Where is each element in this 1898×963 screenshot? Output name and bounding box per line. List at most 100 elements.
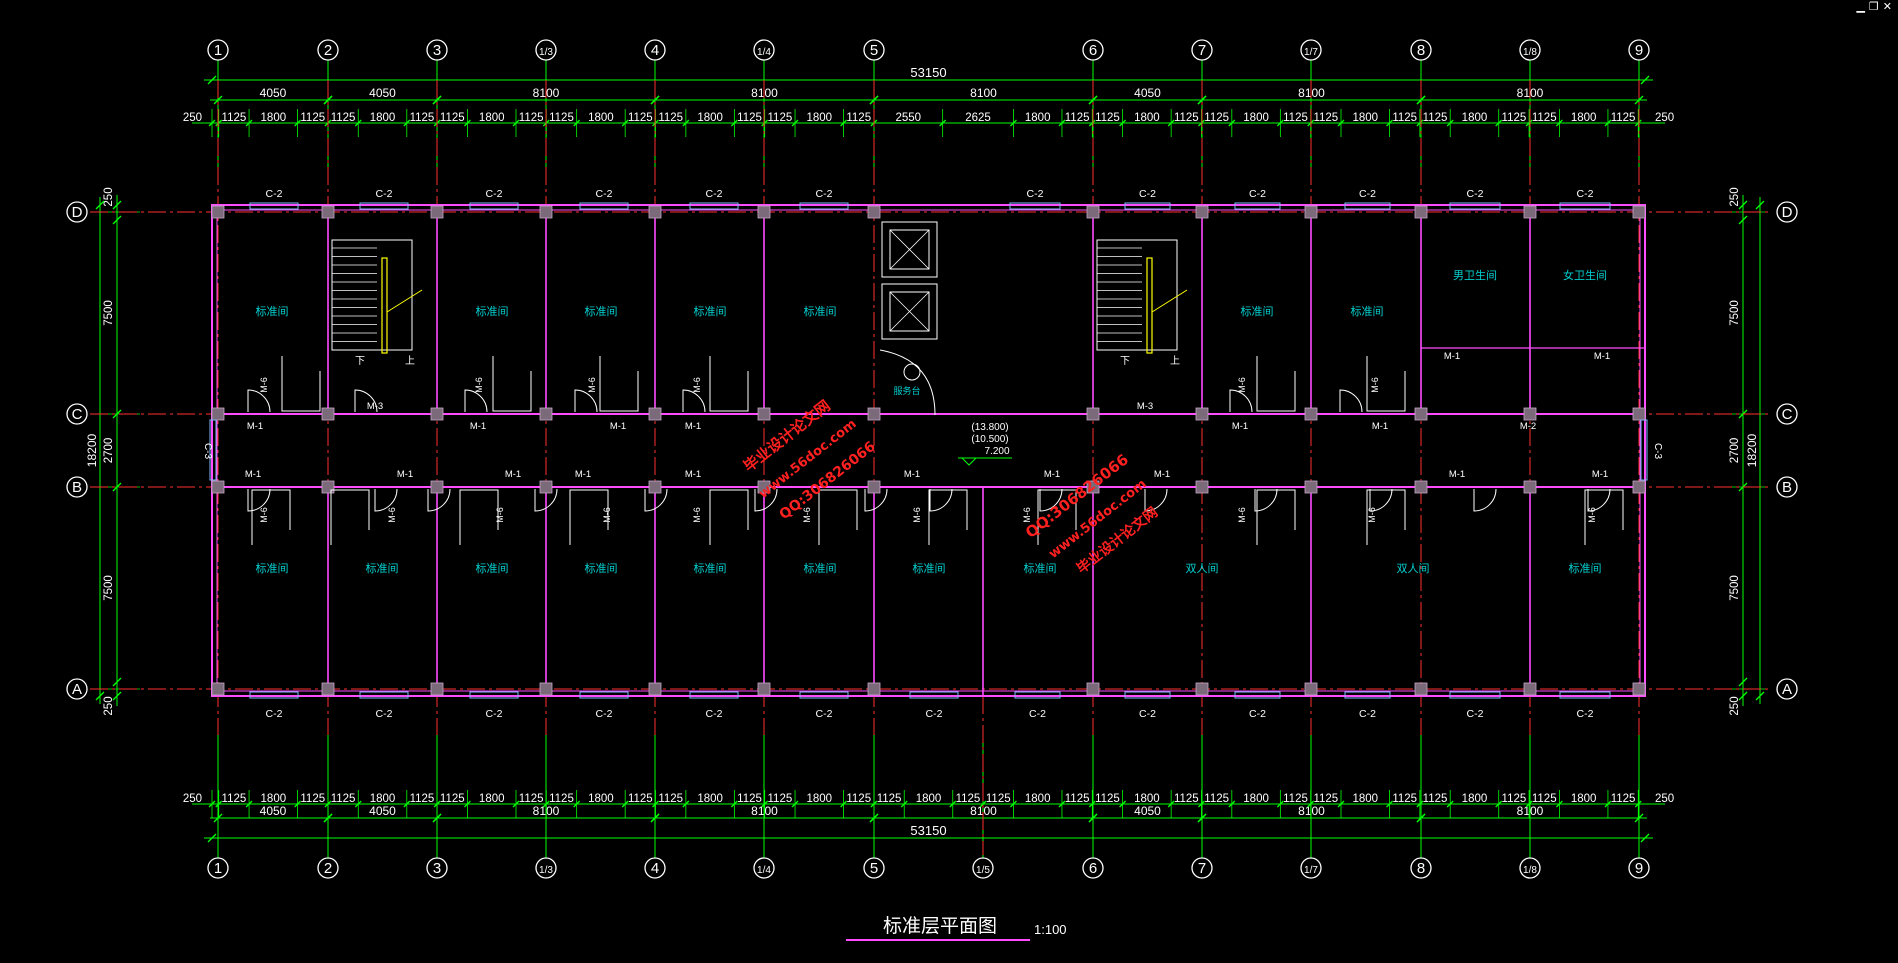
dimension-text: 7500 (103, 300, 115, 326)
dimension-text: 1125 (986, 793, 1011, 805)
axis-bubble (1776, 476, 1798, 498)
dimension-text: 1800 (807, 112, 833, 124)
door-swing (929, 488, 953, 512)
door-label: M-1 (247, 421, 263, 432)
elevator-cross (889, 229, 930, 270)
axis-bubble (1300, 857, 1322, 879)
walls (211, 204, 1646, 697)
door-swing (1144, 488, 1168, 512)
dimension-text: 250 (103, 187, 115, 206)
door-label-bath: M-6 (387, 507, 397, 523)
dimension-text: 1125 (1502, 793, 1527, 805)
dimension-text: 1125 (1204, 793, 1229, 805)
axis-bubble-label: B (72, 479, 82, 496)
dimension-tick (1738, 200, 1748, 210)
dimension-text: 4050 (369, 86, 396, 100)
stair-outline (1096, 239, 1178, 351)
dimension-text: 1800 (697, 793, 723, 805)
axis-bubble-label: 2 (324, 860, 332, 877)
column (1523, 205, 1537, 219)
column (321, 407, 335, 421)
dimension-text: 1125 (846, 793, 871, 805)
dimension-tick (1640, 833, 1650, 843)
dimension-text: 1125 (410, 112, 435, 124)
dimension-text: 1125 (768, 112, 793, 124)
door-label-bath: M-6 (259, 377, 269, 393)
stair-down-mark: 下 (355, 356, 365, 367)
axis-bubble-label: 2 (324, 42, 332, 59)
bathroom-pod (492, 356, 532, 412)
axis-bubble-label: 7 (1198, 860, 1206, 877)
window (469, 691, 519, 699)
window-label: C-2 (816, 188, 833, 200)
watermark-text: 毕业设计论文网 (740, 397, 834, 476)
dimension-text: 1800 (370, 793, 396, 805)
axis-bubble (426, 857, 448, 879)
column (1195, 480, 1209, 494)
door-swing (464, 389, 488, 413)
axis-bubble (1628, 39, 1650, 61)
stair-down-mark: 下 (1120, 356, 1130, 367)
door-label: M-3 (367, 401, 383, 412)
axis-bubble-label: 1/8 (1523, 47, 1537, 58)
axis-bubble-label: 4 (651, 42, 659, 59)
door-label: M-1 (245, 469, 261, 480)
column (211, 205, 225, 219)
column (1632, 407, 1646, 421)
axis-bubble (1776, 201, 1798, 223)
end-window-label: C-3 (1652, 443, 1663, 460)
door-label: M-1 (1372, 421, 1388, 432)
door-label-bath: M-6 (495, 507, 505, 523)
dimension-text: 1125 (331, 793, 356, 805)
door-swing (247, 389, 271, 413)
dimension-text: 4050 (369, 804, 396, 818)
axis-bubble (317, 39, 339, 61)
dimension-text: 1125 (440, 793, 465, 805)
dimension-text: 250 (1655, 793, 1674, 805)
door-label: M-1 (1449, 469, 1465, 480)
end-window (1640, 419, 1648, 481)
axis-bubble-label: 3 (433, 860, 441, 877)
dimension-text: 1125 (1611, 793, 1636, 805)
close-icon[interactable]: ✕ (1882, 0, 1896, 13)
dimension-text: 1125 (1095, 793, 1120, 805)
dimension-tick (432, 95, 442, 105)
elevator-car (889, 291, 930, 332)
axis-bubble (1776, 678, 1798, 700)
minimize-icon[interactable]: ▁ (1856, 0, 1869, 13)
room-name: 标准间 (694, 561, 727, 575)
axis-bubble-label: 1/7 (1304, 47, 1318, 58)
column (1523, 407, 1537, 421)
dimension-text: 1800 (807, 793, 833, 805)
dimension-tick (869, 95, 879, 105)
elevation-mark: (10.500) (971, 434, 1008, 445)
column (867, 407, 881, 421)
restore-icon[interactable]: ❐ (1868, 0, 1883, 13)
axis-bubble-label: 1/4 (757, 865, 771, 876)
dimension-tick (207, 75, 217, 85)
window-label: C-2 (376, 708, 393, 720)
dimension-text: 1125 (956, 793, 981, 805)
door-swing (644, 488, 668, 512)
axis-bubble (1519, 857, 1541, 879)
column (430, 205, 444, 219)
room-name: 标准间 (804, 304, 837, 318)
column (211, 682, 225, 696)
window-label: C-2 (1467, 708, 1484, 720)
axis-bubble (1082, 857, 1104, 879)
dimension-text: 2550 (895, 112, 921, 124)
door-label: M-1 (685, 469, 701, 480)
door-swing (1254, 488, 1278, 512)
door-label-bath: M-6 (1022, 507, 1032, 523)
door-label-bath: M-6 (587, 377, 597, 393)
window-label: C-2 (486, 708, 503, 720)
dimension-tick (1755, 200, 1765, 210)
dimension-text: 1125 (410, 793, 435, 805)
window (579, 691, 629, 699)
dimension-text: 1125 (440, 112, 465, 124)
dimension-text: 4050 (260, 86, 287, 100)
service-desk-label: 服务台 (893, 385, 920, 397)
window (1234, 691, 1281, 699)
dimension-text: 1800 (588, 793, 614, 805)
column (211, 407, 225, 421)
